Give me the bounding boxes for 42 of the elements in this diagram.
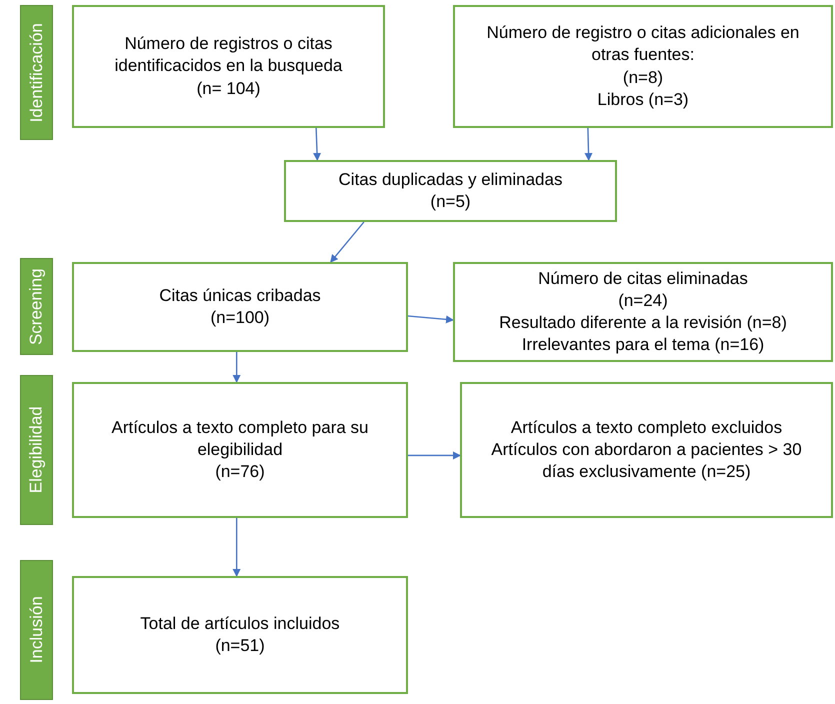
arrow <box>232 518 241 577</box>
box-text: Irrelevantes para el tema (n=16) <box>522 334 764 356</box>
box-text: Artículos a texto completo excluidos <box>510 416 782 439</box>
process-box <box>72 5 385 128</box>
box-text: (n=100) <box>210 307 270 329</box>
process-box <box>453 262 833 362</box>
box-text: (n=76) <box>215 461 265 484</box>
box-text: (n= 104) <box>196 78 260 100</box>
box-text: Número de citas eliminadas <box>538 268 748 290</box>
box-text: Resultado diferente a la revisión (n=8) <box>499 312 787 334</box>
box-text: (n=5) <box>430 191 471 213</box>
box-text: Libros (n=3) <box>597 88 689 111</box>
stage-label: Identificación <box>26 22 47 122</box>
arrow <box>330 222 364 263</box>
box-text: Total de artículos incluidos <box>140 612 340 635</box>
arrow <box>408 315 454 324</box>
box-text: (n=51) <box>215 635 265 657</box>
arrow <box>232 352 241 383</box>
box-text: Citas duplicadas y eliminadas <box>338 168 562 191</box>
box-text: Artículos a texto completo para su elegibilidad <box>110 416 370 461</box>
box-text: Número de registro o citas adicionales en otras fuentes: <box>486 22 800 66</box>
stage-band <box>20 5 53 140</box>
stage-label: Inclusión <box>26 596 47 664</box>
arrow <box>584 128 593 161</box>
process-box <box>72 576 408 694</box>
stage-band <box>20 375 53 525</box>
box-text: (n=8) <box>622 66 664 88</box>
arrow <box>408 451 461 460</box>
process-box <box>284 160 617 222</box>
stage-band <box>20 258 53 355</box>
box-text: (n=24) <box>618 290 668 312</box>
stage-band <box>20 560 53 700</box>
box-text: Artículos con abordaron a pacientes > 30 días exclusivamente (n=25) <box>490 438 803 484</box>
process-box <box>72 382 408 518</box>
stage-label: Screening <box>26 268 47 345</box>
process-box <box>72 262 408 352</box>
stage-label: Elegibilidad <box>26 406 47 494</box>
arrow <box>313 128 322 161</box>
process-box <box>460 382 833 518</box>
box-text: Citas únicas cribadas <box>159 284 321 307</box>
box-text: Número de registros o citas identificacidos en la busqueda <box>114 33 344 78</box>
process-box <box>453 5 833 128</box>
